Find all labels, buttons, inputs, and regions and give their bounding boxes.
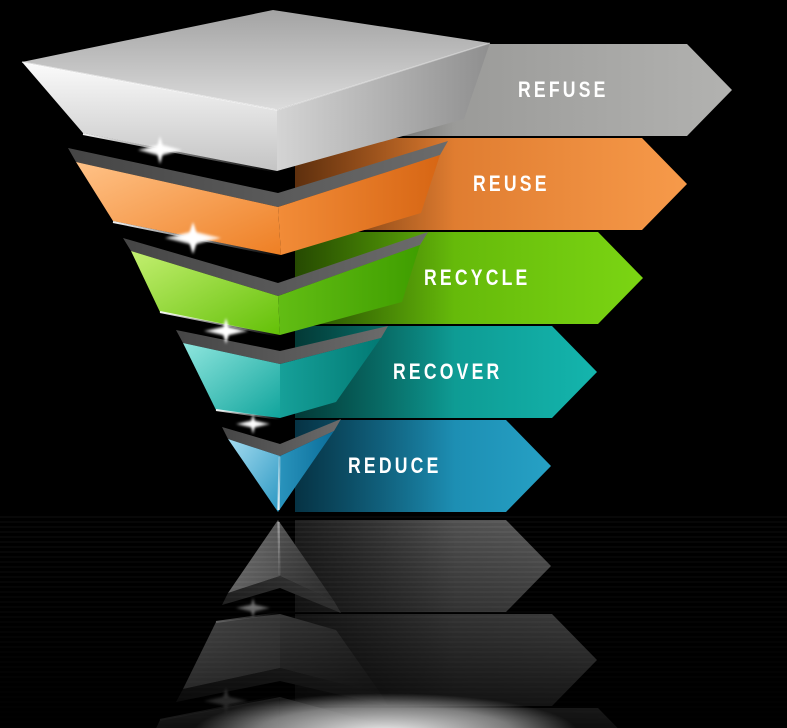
pyramid-layer-reuse-left-face <box>76 162 281 255</box>
sparkle-icon <box>165 222 221 254</box>
pyramid-layer-reduce-top-band-reflection <box>222 576 341 613</box>
arrow-label: REUSE <box>473 171 550 196</box>
pyramid-layer-reduce-reflection <box>222 520 341 613</box>
glint-line <box>112 221 282 257</box>
arrow-recycle: RECYCLE <box>295 232 643 324</box>
corner-highlight-reflection <box>277 521 281 576</box>
sparkle-icon <box>236 414 270 434</box>
arrow-refuse: REFUSE <box>295 44 732 136</box>
pyramid-layer-reduce-right-face-reflection <box>278 520 334 601</box>
floor-glow <box>128 664 643 728</box>
arrow-reuse: REUSE <box>295 138 687 230</box>
pyramid-layer-recover-left-face <box>183 343 280 418</box>
sparkle-icon-reflection <box>236 598 270 618</box>
sparkle-icon <box>138 136 182 164</box>
glint-line <box>215 409 281 420</box>
arrow-reduce: REDUCE <box>295 420 551 512</box>
arrow-label: RECYCLE <box>424 265 531 290</box>
pyramid-scene: REFUSE REUSE RECYCLE RECOVER REDUCE <box>21 10 787 512</box>
glint-line <box>159 311 281 337</box>
arrow-recover: RECOVER <box>295 326 597 418</box>
glint-line <box>82 133 279 173</box>
arrow-label: RECOVER <box>393 359 503 384</box>
pyramid-layer-reduce-left-face <box>228 439 280 512</box>
sparkle-glints <box>138 136 270 434</box>
pyramid-layer-reduce-left-face-reflection <box>228 520 280 593</box>
arrow-label: REFUSE <box>518 77 609 102</box>
sparkle-icon <box>204 318 248 344</box>
edge-highlight <box>21 61 278 111</box>
arrow-reduce-reflection: REDUCE <box>295 520 551 612</box>
corner-highlight <box>277 456 281 511</box>
pyramid-layer-refuse-left-face <box>22 62 277 171</box>
glint-line-reflection <box>215 612 281 623</box>
pyramid-layer-recycle-left-face <box>131 251 280 335</box>
arrow-label: REDUCE <box>348 453 442 478</box>
